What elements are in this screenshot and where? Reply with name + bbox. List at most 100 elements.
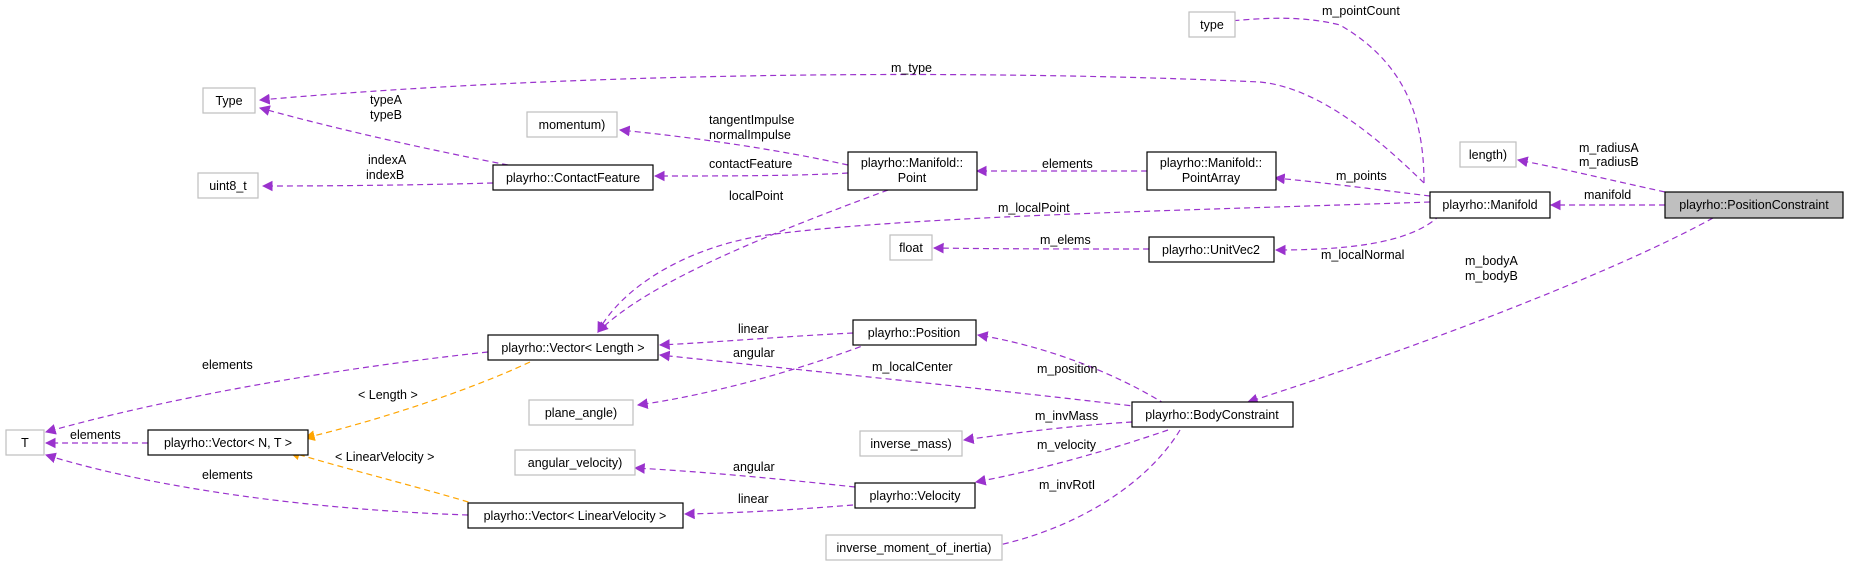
node-inverse_moment_of_inertia[interactable]: inverse_moment_of_inertia) bbox=[825, 534, 1003, 561]
svg-text:PointArray: PointArray bbox=[1182, 171, 1241, 185]
edge-m_invMass bbox=[962, 421, 1133, 444]
node-Vector-N-T[interactable]: playrho::Vector< N, T > bbox=[147, 429, 309, 456]
edge-m_elems bbox=[932, 242, 1150, 254]
node-Velocity[interactable]: playrho::Velocity bbox=[854, 482, 976, 509]
svg-text:playrho::UnitVec2: playrho::UnitVec2 bbox=[1162, 243, 1260, 257]
node-Position[interactable]: playrho::Position bbox=[852, 319, 977, 346]
edge-m_localPoint bbox=[597, 201, 1431, 333]
label-angular-velocity: angular bbox=[733, 460, 775, 474]
node-Manifold[interactable]: playrho::Manifold bbox=[1429, 191, 1551, 219]
label-linearvelocity-template: < LinearVelocity > bbox=[335, 450, 434, 464]
edge-localPoint bbox=[597, 189, 889, 333]
node-Type[interactable]: Type bbox=[202, 87, 256, 114]
svg-text:playrho::Vector< LinearVelocit: playrho::Vector< LinearVelocity > bbox=[484, 509, 667, 523]
node-T[interactable]: T bbox=[5, 429, 45, 456]
svg-text:playrho::Manifold: playrho::Manifold bbox=[1442, 198, 1537, 212]
svg-text:Type: Type bbox=[215, 94, 242, 108]
svg-text:type: type bbox=[1200, 18, 1224, 32]
svg-text:playrho::BodyConstraint: playrho::BodyConstraint bbox=[1145, 408, 1279, 422]
label-m_position: m_position bbox=[1037, 362, 1097, 376]
label-typeB: typeB bbox=[370, 108, 402, 122]
edge-angular-velocity bbox=[633, 463, 856, 488]
svg-text:playrho::Velocity: playrho::Velocity bbox=[869, 489, 961, 503]
edge-m_localCenter bbox=[658, 350, 1151, 409]
edge-template-linearvelocity bbox=[288, 449, 479, 506]
svg-text:playrho::Vector< N, T >: playrho::Vector< N, T > bbox=[164, 436, 292, 450]
edge-m_bodyA-m_bodyB bbox=[1246, 217, 1714, 405]
edge-m_localNormal bbox=[1274, 214, 1441, 256]
label-m_localPoint: m_localPoint bbox=[998, 201, 1070, 215]
svg-text:momentum): momentum) bbox=[539, 118, 606, 132]
nodes: type Type momentum) uint8_t length) floa… bbox=[5, 11, 1844, 561]
edge-linear-velocity bbox=[683, 504, 854, 520]
label-m_bodyA: m_bodyA bbox=[1465, 254, 1518, 268]
label-normalImpulse: normalImpulse bbox=[709, 128, 791, 142]
label-m_radiusB: m_radiusB bbox=[1579, 155, 1639, 169]
edge-labels: m_pointCount m_type typeA typeB tangentI… bbox=[70, 4, 1639, 506]
label-m_pointCount: m_pointCount bbox=[1322, 4, 1400, 18]
node-Manifold-PointArray[interactable]: playrho::Manifold:: PointArray bbox=[1146, 151, 1277, 191]
label-elements-vnt: elements bbox=[70, 428, 121, 442]
edge-elements-vector-length bbox=[44, 351, 489, 435]
label-angular-position: angular bbox=[733, 346, 775, 360]
svg-text:uint8_t: uint8_t bbox=[209, 179, 247, 193]
label-m_bodyB: m_bodyB bbox=[1465, 269, 1518, 283]
svg-text:T: T bbox=[21, 436, 29, 450]
node-Vector-Length[interactable]: playrho::Vector< Length > bbox=[487, 334, 659, 361]
label-indexA: indexA bbox=[368, 153, 407, 167]
svg-text:playrho::PositionConstraint: playrho::PositionConstraint bbox=[1679, 198, 1829, 212]
svg-text:float: float bbox=[899, 241, 923, 255]
label-indexB: indexB bbox=[366, 168, 404, 182]
node-UnitVec2[interactable]: playrho::UnitVec2 bbox=[1148, 236, 1275, 263]
node-length[interactable]: length) bbox=[1459, 141, 1517, 168]
svg-text:playrho::ContactFeature: playrho::ContactFeature bbox=[506, 171, 640, 185]
svg-text:playrho::Vector< Length >: playrho::Vector< Length > bbox=[501, 341, 644, 355]
edge-linear-position bbox=[658, 332, 854, 350]
label-elements-pointarray: elements bbox=[1042, 157, 1093, 171]
node-type[interactable]: type bbox=[1188, 11, 1236, 38]
svg-text:Point: Point bbox=[898, 171, 927, 185]
label-elements-vector-length: elements bbox=[202, 358, 253, 372]
label-m_type: m_type bbox=[891, 61, 932, 75]
label-localPoint: localPoint bbox=[729, 189, 784, 203]
node-float[interactable]: float bbox=[889, 234, 933, 261]
label-m_velocity: m_velocity bbox=[1037, 438, 1097, 452]
edge-indexA-indexB bbox=[261, 180, 494, 192]
svg-text:inverse_mass): inverse_mass) bbox=[870, 437, 951, 451]
label-m_invMass: m_invMass bbox=[1035, 409, 1098, 423]
edge-contactFeature bbox=[653, 170, 849, 182]
label-m_elems: m_elems bbox=[1040, 233, 1091, 247]
node-PositionConstraint[interactable]: playrho::PositionConstraint bbox=[1664, 191, 1844, 219]
edge-m_invRotI bbox=[983, 429, 1181, 552]
node-momentum[interactable]: momentum) bbox=[526, 111, 618, 138]
node-uint8_t[interactable]: uint8_t bbox=[197, 172, 259, 199]
node-plane_angle[interactable]: plane_angle) bbox=[528, 399, 634, 426]
node-BodyConstraint[interactable]: playrho::BodyConstraint bbox=[1131, 401, 1294, 428]
svg-text:inverse_moment_of_inertia): inverse_moment_of_inertia) bbox=[837, 541, 992, 555]
label-tangentImpulse: tangentImpulse bbox=[709, 113, 795, 127]
edge-m_position bbox=[976, 331, 1166, 405]
label-manifold: manifold bbox=[1584, 188, 1631, 202]
svg-text:plane_angle): plane_angle) bbox=[545, 406, 617, 420]
svg-text:length): length) bbox=[1469, 148, 1507, 162]
edge-elements-vlv bbox=[44, 452, 469, 516]
edges bbox=[44, 15, 1714, 552]
label-linear-velocity: linear bbox=[738, 492, 769, 506]
label-m_localNormal: m_localNormal bbox=[1321, 248, 1404, 262]
svg-text:playrho::Position: playrho::Position bbox=[868, 326, 960, 340]
label-m_points: m_points bbox=[1336, 169, 1387, 183]
node-inverse_mass[interactable]: inverse_mass) bbox=[859, 430, 963, 457]
node-ContactFeature[interactable]: playrho::ContactFeature bbox=[492, 164, 654, 191]
edge-angular-position bbox=[636, 342, 871, 410]
svg-text:angular_velocity): angular_velocity) bbox=[528, 456, 623, 470]
label-m_localCenter: m_localCenter bbox=[872, 360, 953, 374]
edge-typeA-typeB bbox=[258, 105, 509, 166]
edge-m_radius bbox=[1516, 156, 1666, 193]
edge-m_pointCount bbox=[1218, 15, 1425, 184]
node-Manifold-Point[interactable]: playrho::Manifold:: Point bbox=[847, 151, 978, 191]
label-elements-vlv: elements bbox=[202, 468, 253, 482]
label-linear-position: linear bbox=[738, 322, 769, 336]
node-angular_velocity[interactable]: angular_velocity) bbox=[514, 449, 636, 476]
node-Vector-LinearVelocity[interactable]: playrho::Vector< LinearVelocity > bbox=[467, 502, 684, 529]
